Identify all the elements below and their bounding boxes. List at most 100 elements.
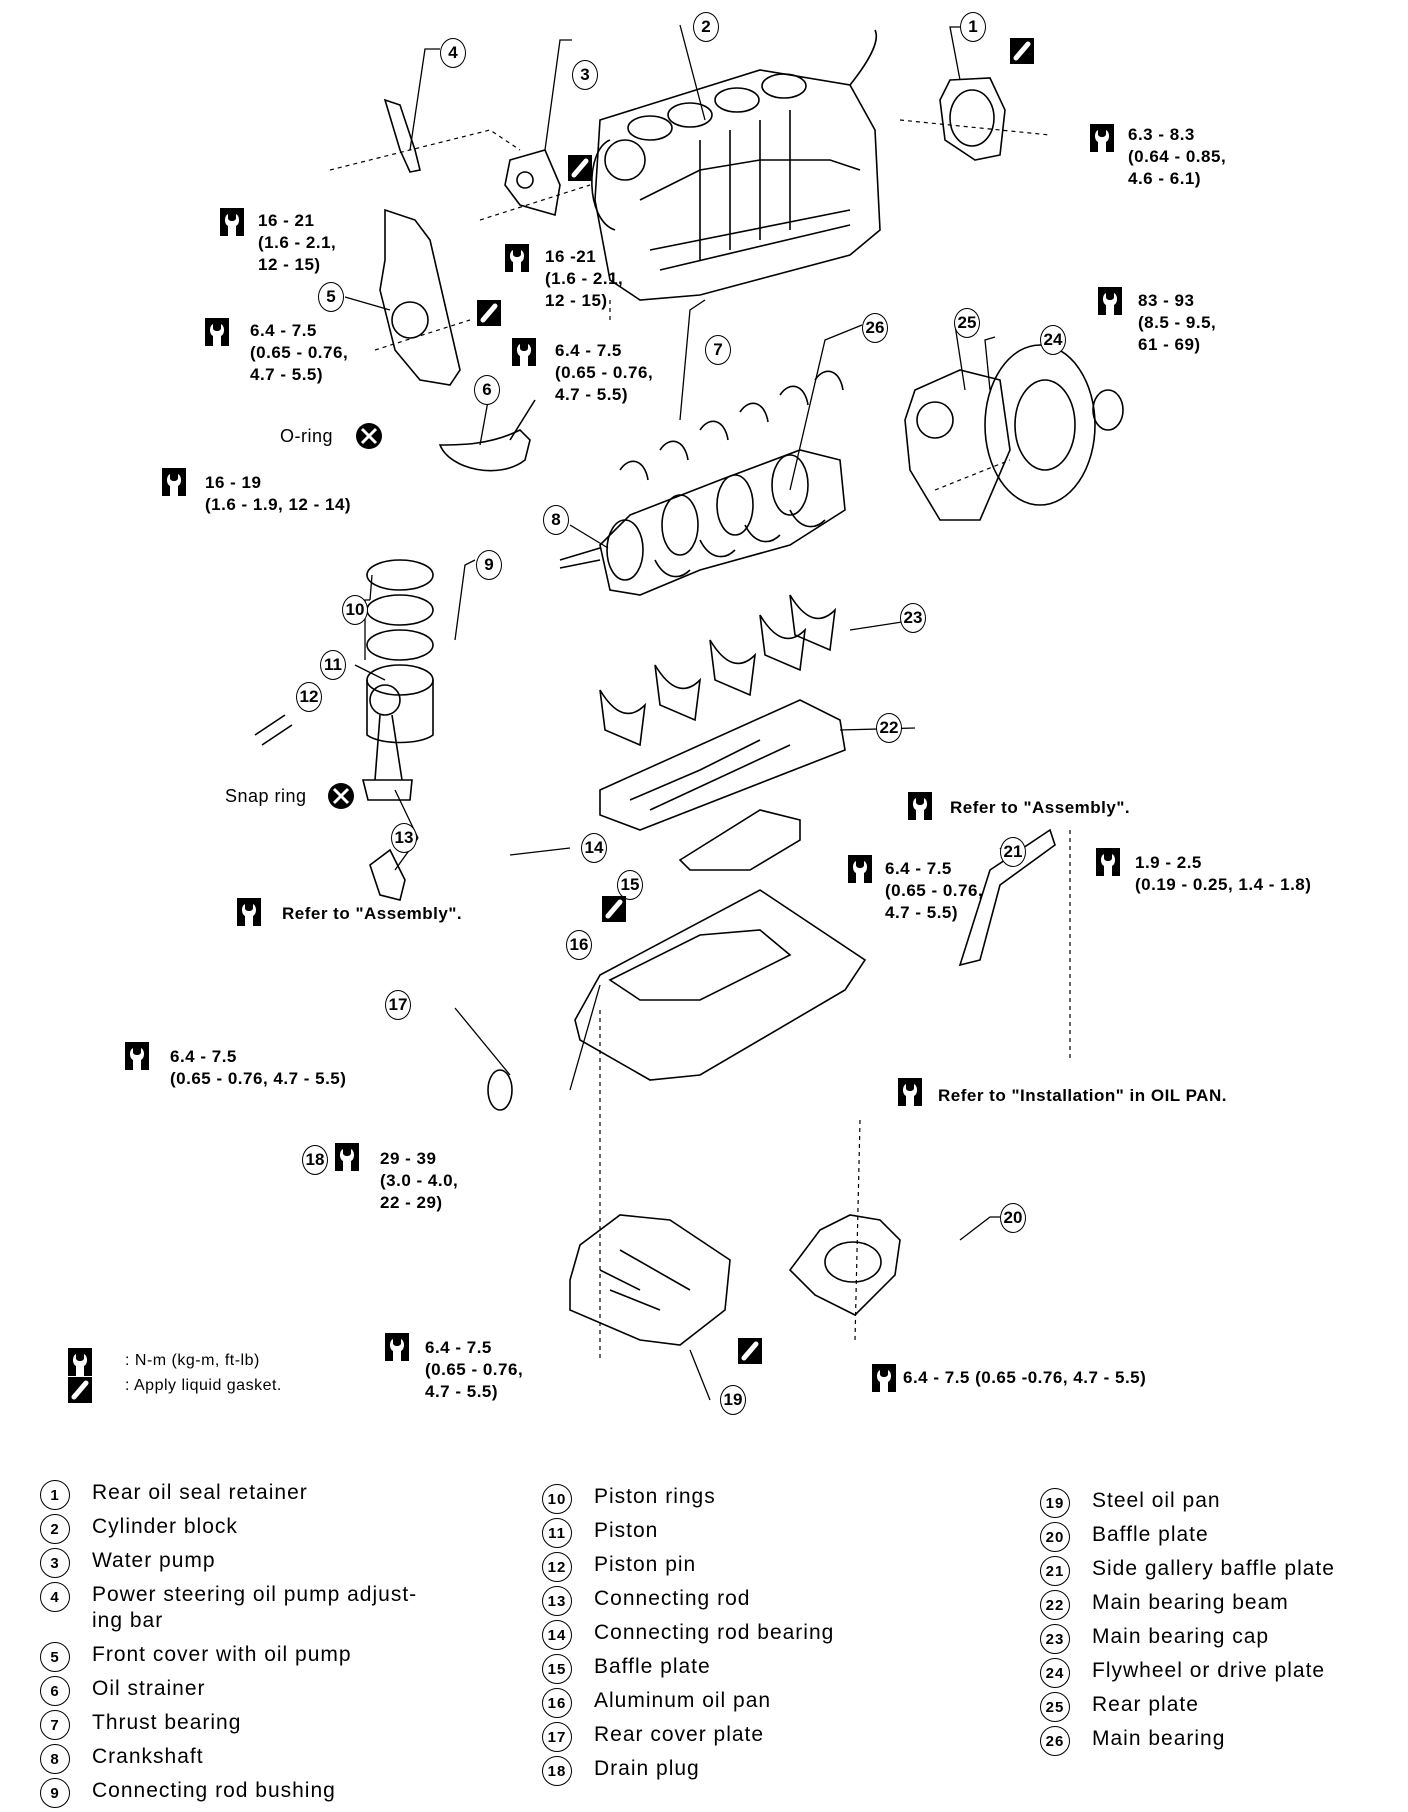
legend-text: Flywheel or drive plate [1092,1659,1326,1682]
torque-wrench-icon [898,1078,922,1106]
main-bearing-caps-drawing [599,594,837,747]
legend-number: 5 [40,1642,70,1672]
callout-12: 12 [296,682,322,712]
o-ring-label: O-ring [280,426,334,446]
torque-wrench-icon [162,468,186,496]
assembly-lines [329,119,1071,1360]
torque-drain-plug: 29 - 39(3.0 - 4.0,22 - 29) [380,1149,459,1212]
torque-key-icon [68,1348,92,1376]
legend-number: 20 [1040,1522,1070,1552]
legend-text: Main bearing [1092,1727,1226,1750]
legend-text: Steel oil pan [1092,1489,1221,1512]
legend-number: 22 [1040,1590,1070,1620]
connecting-rod-drawing [361,684,413,901]
callout-9: 9 [476,550,502,580]
torque-ps-bar: 16 - 21(1.6 - 2.1,12 - 15) [258,211,337,274]
oil-strainer-drawing [438,399,536,472]
gasket-key-label: : Apply liquid gasket. [125,1377,282,1394]
legend-text: Power steering oil pump adjust- ing bar [92,1583,418,1632]
legend-number: 7 [40,1710,70,1740]
legend-text: Baffle plate [594,1655,711,1678]
callout-16: 16 [566,930,592,960]
torque-wrench-icon [505,244,529,272]
torque-wrench-icon [872,1364,896,1392]
liquid-gasket-icon [568,155,592,181]
legend-number: 10 [542,1484,572,1514]
legend-number: 19 [1040,1488,1070,1518]
legend-number: 1 [40,1480,70,1510]
callout-24: 24 [1040,325,1066,355]
torque-key-label: : N-m (kg-m, ft-lb) [125,1352,260,1369]
callout-4: 4 [440,38,466,68]
torque-water-pump: 16 -21(1.6 - 2.1,12 - 15) [545,247,624,310]
legend-item: 16 Aluminum oil pan [542,1688,834,1722]
torque-wrench-icon [220,208,244,236]
torque-steel-pan: 6.4 - 7.5(0.65 - 0.76,4.7 - 5.5) [425,1338,524,1401]
ps-bar-drawing [383,98,421,173]
legend-item: 4 Power steering oil pump adjust- ing bar [40,1582,417,1642]
callout-18: 18 [302,1145,328,1175]
piston-pin-drawing [254,714,293,746]
legend-text: Main bearing cap [1092,1625,1270,1648]
bearing-shells-drawing [619,370,844,578]
piston-rings-drawing [366,559,434,661]
cylinder-block-drawing [591,29,881,301]
torque-wrench-icon [512,338,536,366]
torque-oil-pan: Refer to "Installation" in OIL PAN. [938,1086,1227,1105]
legend-text: Rear cover plate [594,1723,765,1746]
crankshaft-drawing [559,449,846,596]
baffle-plate-20-drawing [788,1214,901,1316]
legend-text: Aluminum oil pan [594,1689,772,1712]
replace-part-icon [328,783,354,809]
legend-text: Front cover with oil pump [92,1643,352,1666]
torque-baffle20: 6.4 - 7.5 (0.65 -0.76, 4.7 - 5.5) [903,1368,1147,1387]
legend-item: 19 Steel oil pan [1040,1488,1335,1522]
legend-text: Main bearing beam [1092,1591,1289,1614]
torque-wrench-icon [1090,124,1114,152]
callout-17: 17 [385,990,411,1020]
baffle-plate-15-drawing [678,809,801,871]
legend-text: Piston rings [594,1485,716,1508]
piston-drawing [366,664,434,744]
callout-3: 3 [572,60,598,90]
legend-text: Piston pin [594,1553,697,1576]
legend-item: 5 Front cover with oil pump [40,1642,417,1676]
legend-text: Cylinder block [92,1515,238,1538]
legend-text: Side gallery baffle plate [1092,1557,1335,1580]
callout-25: 25 [954,308,980,338]
legend-text: Connecting rod bushing [92,1779,336,1802]
torque-wrench-icon [205,318,229,346]
callout-20: 20 [1000,1203,1026,1233]
callout-23: 23 [900,603,926,633]
legend-number: 4 [40,1582,70,1612]
legend-number: 16 [542,1688,572,1718]
aluminum-oil-pan-drawing [574,889,867,1081]
legend-text: Piston [594,1519,659,1542]
torque-wrench-icon [125,1042,149,1070]
gasket-key-icon [68,1377,92,1403]
torque-wrench-icon [1096,848,1120,876]
torque-rear-seal: 6.3 - 8.3(0.64 - 0.85,4.6 - 6.1) [1128,125,1227,188]
legend-number: 25 [1040,1692,1070,1722]
legend-number: 24 [1040,1658,1070,1688]
legend-text: Crankshaft [92,1745,204,1768]
rear-plate-drawing [904,369,1011,521]
